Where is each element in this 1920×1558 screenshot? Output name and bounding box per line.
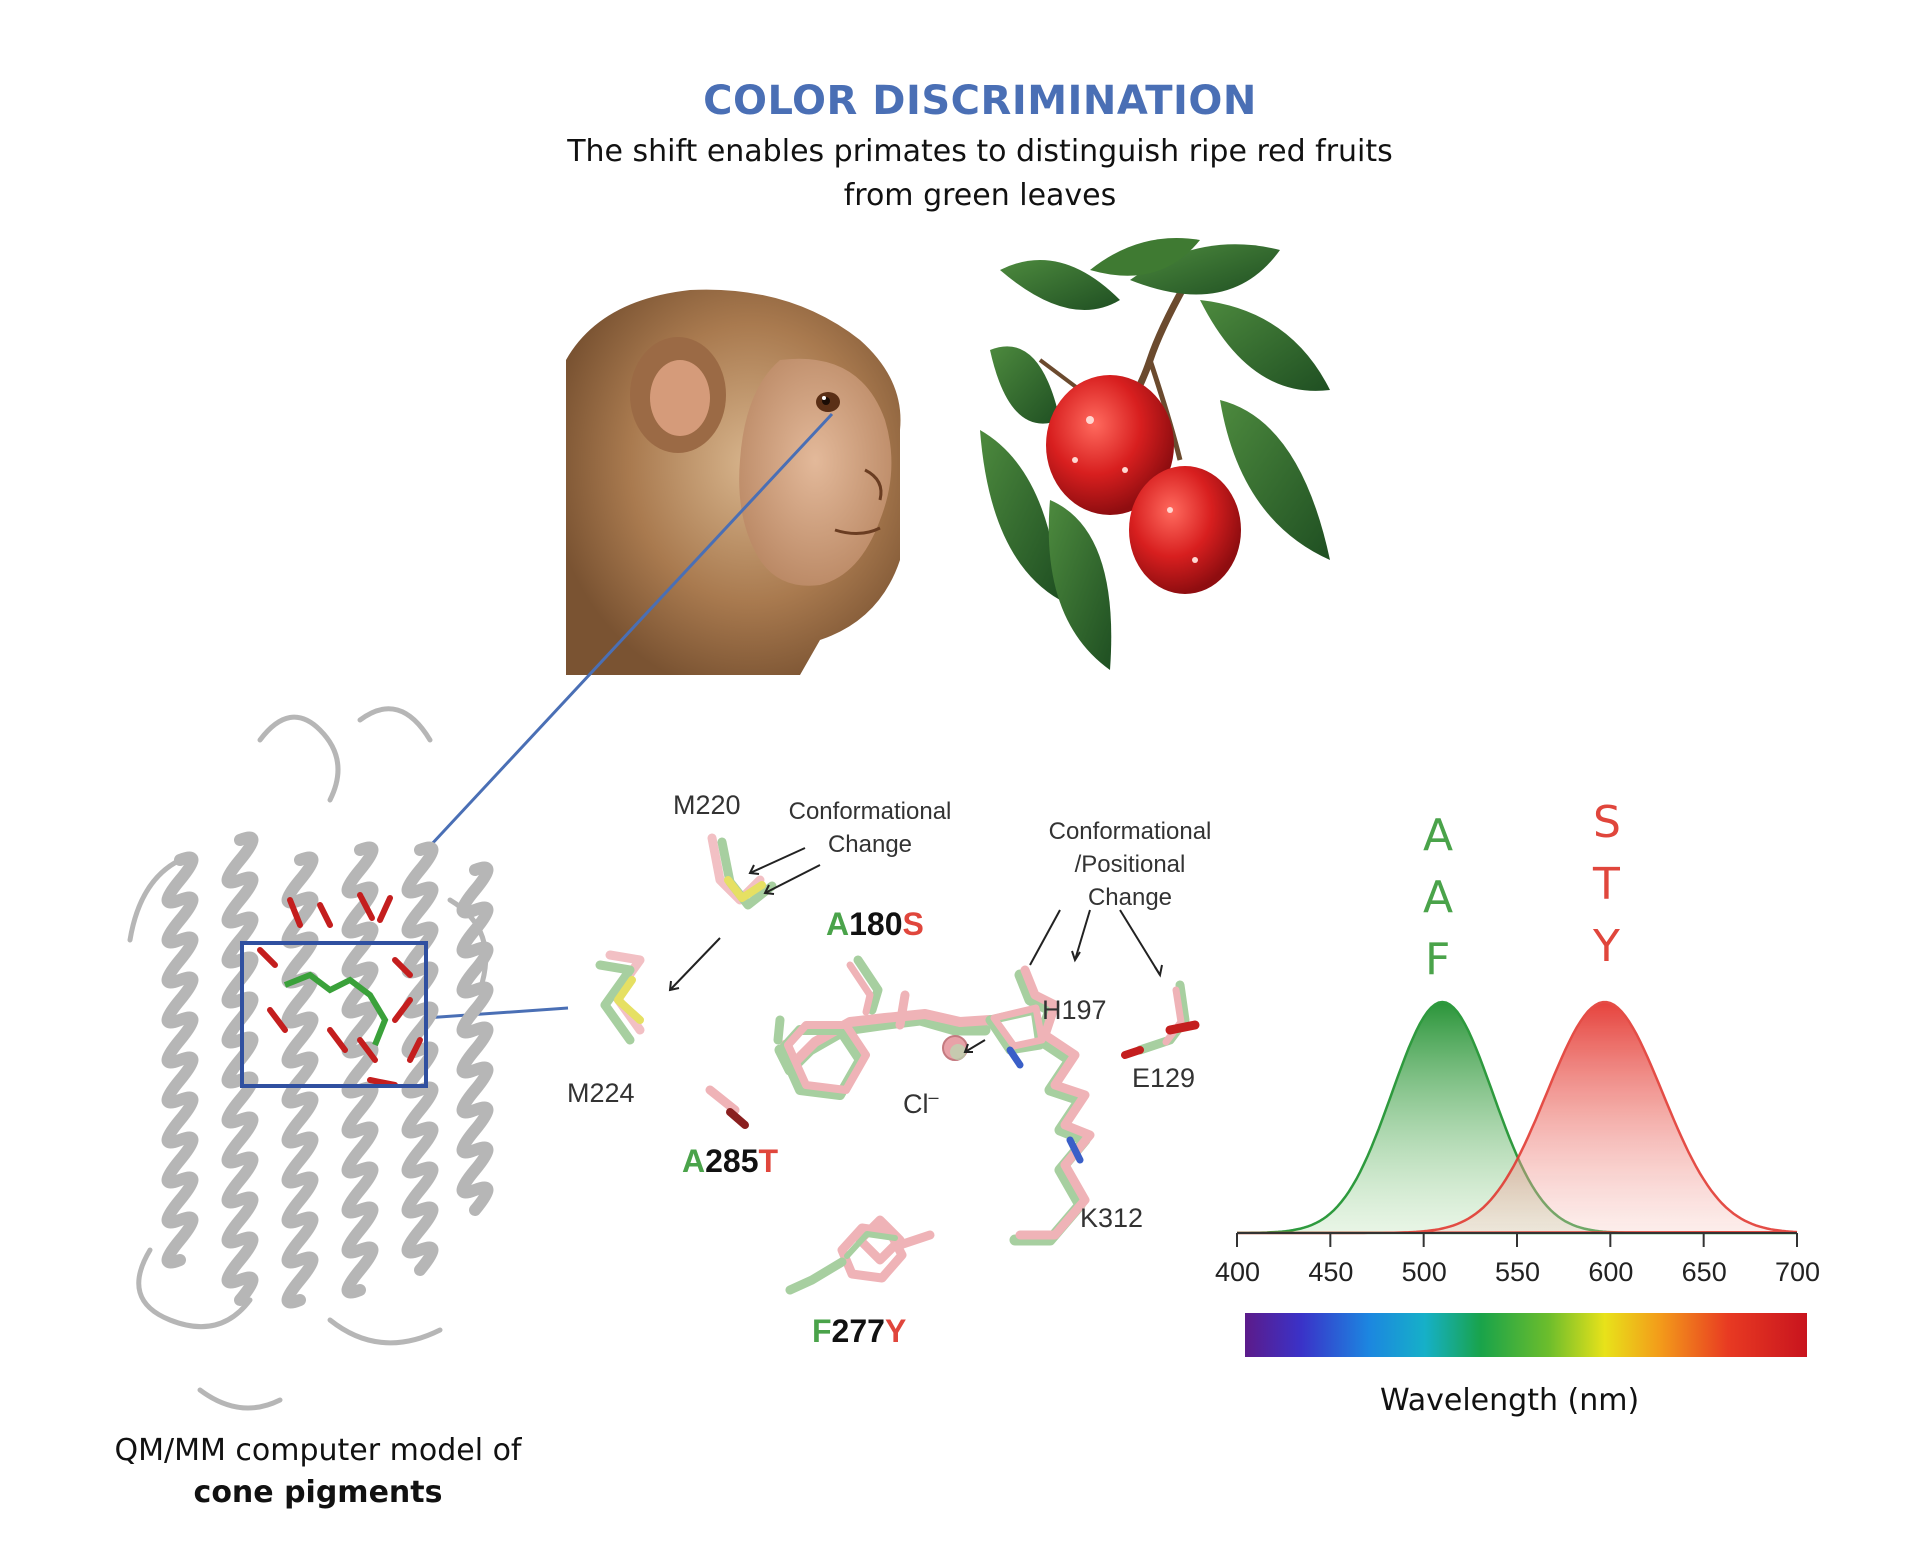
mutation-a285t-num: 285 [705, 1143, 759, 1179]
berry-branch-illustration [980, 238, 1330, 670]
x-tick-label: 700 [1775, 1257, 1821, 1287]
residue-h197-label: H197 [1042, 995, 1107, 1025]
protein-caption-line-1: QM/MM computer model of [114, 1433, 522, 1468]
residue-k312-label: K312 [1080, 1203, 1144, 1233]
conformational-change-line-1: Conformational [788, 798, 952, 825]
monkey-illustration [566, 289, 901, 675]
positional-change-line-3: Change [1087, 884, 1173, 911]
x-tick-label: 650 [1681, 1257, 1727, 1287]
mutation-f277y-num: 277 [831, 1313, 885, 1349]
protein-caption-line-2: cone pigments [193, 1475, 443, 1510]
chloride-symbol: Cl [903, 1089, 929, 1119]
chloride-charge: – [928, 1087, 939, 1107]
eye-to-protein-connector [428, 412, 834, 848]
mutation-a285t: A285T [682, 1143, 778, 1180]
positional-change-note: Conformational /Positional Change [1030, 815, 1230, 914]
visible-spectrum-bar [1245, 1313, 1807, 1357]
mutation-a180s-num: 180 [849, 906, 903, 942]
cone-pigment-protein-model [127, 706, 494, 1411]
conformational-change-line-2: Change [827, 831, 913, 858]
x-tick-label: 500 [1401, 1257, 1447, 1287]
x-tick-label: 450 [1308, 1257, 1354, 1287]
residue-m224-label: M224 [567, 1078, 635, 1108]
x-tick-label: 600 [1588, 1257, 1634, 1287]
annotation-arrows [668, 847, 1163, 1053]
x-axis-label: Wavelength (nm) [1380, 1383, 1640, 1418]
green-letter-3: F [1425, 934, 1451, 985]
positional-change-line-2: /Positional [1074, 851, 1186, 878]
mutation-f277y-from: F [812, 1313, 832, 1349]
mutation-a180s: A180S [826, 906, 924, 943]
binding-site-box [240, 941, 428, 1088]
box-to-site-connector [424, 1006, 569, 1020]
mutation-a285t-from: A [682, 1143, 706, 1179]
residue-e129-label: E129 [1132, 1063, 1196, 1093]
subtitle-line-1: The shift enables primates to distinguis… [567, 134, 1393, 169]
red-letter-3: Y [1593, 921, 1620, 972]
absorption-spectrum-chart [1236, 1000, 1807, 1357]
binding-site-stick-model [595, 833, 1200, 1295]
subtitle-line-2: from green leaves [843, 178, 1117, 213]
red-letter-1: S [1593, 797, 1621, 848]
positional-change-line-1: Conformational [1048, 818, 1212, 845]
figure-title: COLOR DISCRIMINATION [703, 78, 1257, 124]
x-tick-label: 400 [1215, 1257, 1261, 1287]
residue-m220-label: M220 [673, 790, 741, 820]
mutation-a180s-from: A [826, 906, 850, 942]
protein-residues [257, 892, 423, 1088]
conformational-change-note: Conformational Change [770, 795, 970, 861]
red-letter-2: T [1593, 859, 1620, 910]
mutation-f277y: F277Y [812, 1313, 906, 1350]
green-letter-1: A [1423, 810, 1454, 861]
chloride-label: Cl– [903, 1087, 939, 1120]
mutation-a180s-to: S [902, 906, 924, 942]
mutation-f277y-to: Y [884, 1313, 907, 1349]
x-tick-label: 550 [1495, 1257, 1541, 1287]
red-cone-absorption-curve [1236, 1000, 1798, 1235]
green-letter-2: A [1423, 872, 1454, 923]
retinal-chromophore [283, 971, 389, 1047]
mutation-a285t-to: T [758, 1143, 779, 1179]
x-axis-ticks [1236, 1233, 1798, 1247]
